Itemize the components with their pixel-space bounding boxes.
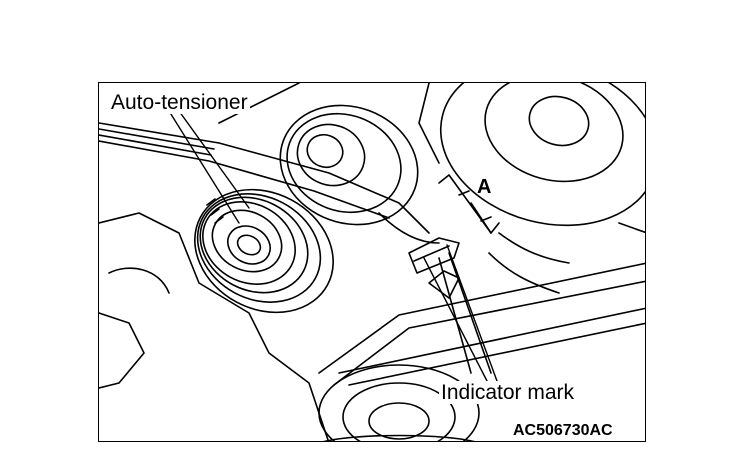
large-pulley bbox=[439, 83, 645, 294]
upper-belt bbox=[99, 122, 430, 234]
auto-tensioner-pulley bbox=[194, 188, 334, 314]
lower-belt bbox=[318, 262, 645, 386]
figure-code-label: AC506730AC bbox=[511, 422, 615, 439]
upper-idler-pulley bbox=[279, 104, 440, 244]
auto-tensioner-label: Auto-tensioner bbox=[109, 91, 250, 114]
engine-bracket bbox=[99, 83, 440, 441]
lower-pulley bbox=[318, 364, 480, 441]
dimension-a-label: A bbox=[477, 176, 492, 198]
indicator-mark-label: Indicator mark bbox=[439, 381, 577, 404]
belt-illustration bbox=[99, 83, 645, 441]
indicator-bracket bbox=[408, 237, 492, 374]
leader-lines bbox=[168, 110, 498, 382]
dimension-a-marker bbox=[438, 174, 500, 234]
diagram-figure: Auto-tensioner A Indicator mark AC506730… bbox=[98, 82, 646, 442]
